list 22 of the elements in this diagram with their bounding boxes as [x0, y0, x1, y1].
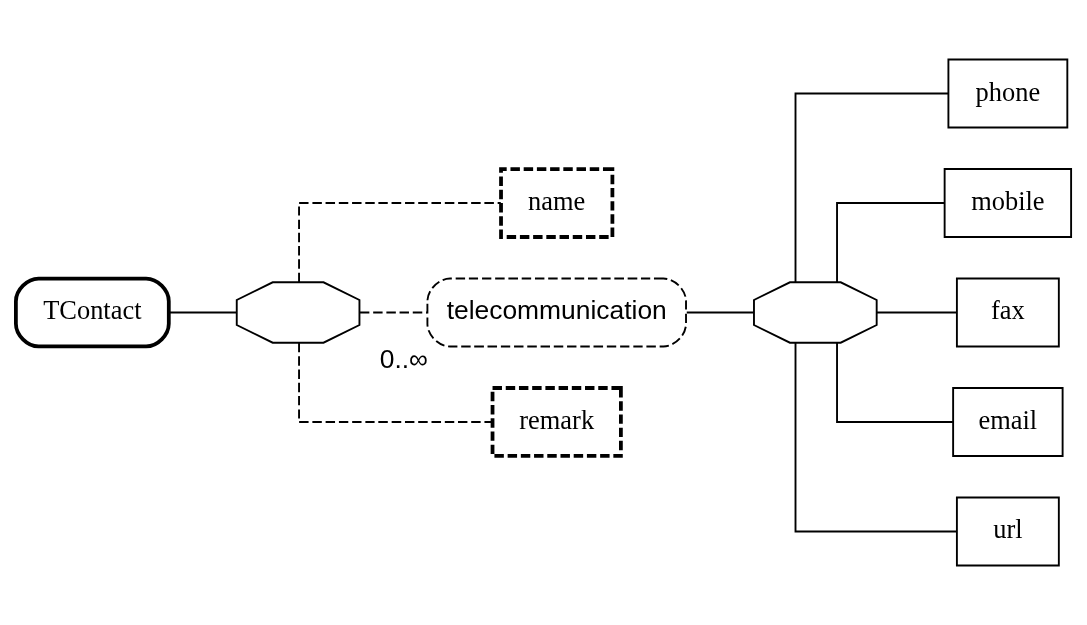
connector	[836, 342, 954, 423]
connector	[298, 202, 502, 283]
connector	[685, 311, 755, 314]
node-box: telecommunication	[426, 277, 687, 348]
node-box: TContact	[14, 276, 171, 349]
node-label: 0..∞	[379, 343, 428, 374]
node-box: name	[499, 167, 615, 239]
node-box: fax	[955, 277, 1060, 348]
connector	[875, 311, 958, 314]
connector	[794, 342, 958, 533]
node-octagon	[753, 281, 878, 344]
node-box: mobile	[943, 168, 1073, 238]
connector	[794, 92, 950, 283]
connector	[168, 311, 238, 314]
node-octagon	[235, 281, 361, 344]
connector	[298, 342, 494, 423]
node-box: url	[955, 496, 1060, 567]
connector	[359, 311, 429, 314]
connector	[836, 202, 946, 283]
node-box: email	[952, 387, 1064, 457]
node-box: remark	[490, 386, 623, 458]
node-box: phone	[947, 58, 1069, 129]
